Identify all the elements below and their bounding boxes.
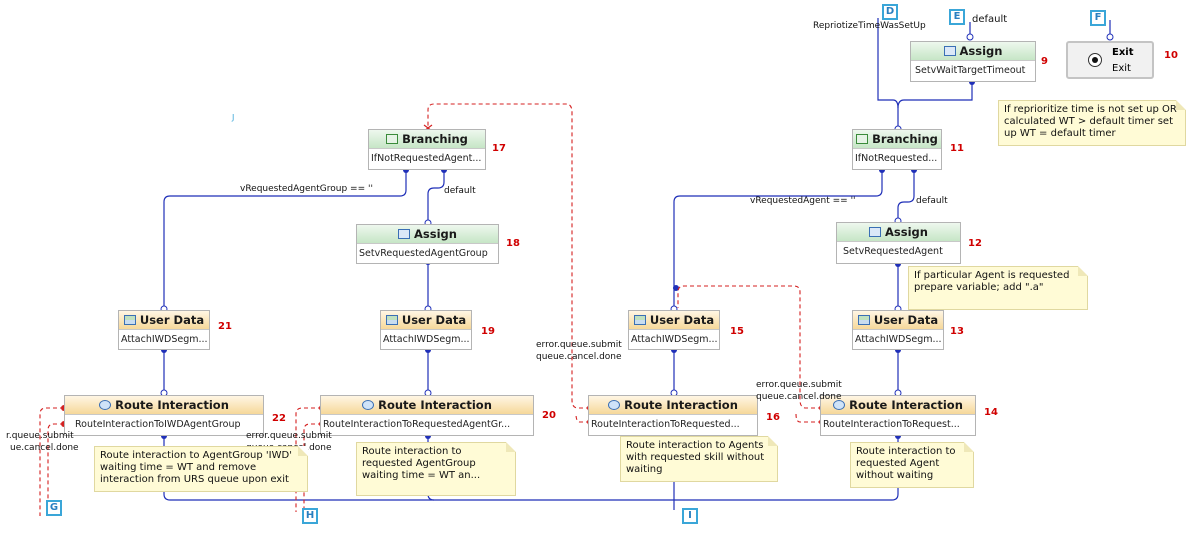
block-type: Exit <box>1112 47 1134 58</box>
branching-icon <box>856 134 869 144</box>
block-value: IfNotRequestedAgent... <box>371 153 482 164</box>
label-default-17: default <box>444 186 476 196</box>
branching-icon <box>386 134 399 144</box>
label-error-15b: queue.cancel.done <box>536 352 622 362</box>
user-data-block-19[interactable]: User Data AttachIWDSegm... <box>380 310 472 350</box>
assign-block-12[interactable]: Assign SetvRequestedAgent <box>836 222 961 264</box>
block-type: User Data <box>873 313 939 327</box>
connector-f[interactable]: F <box>1090 10 1106 26</box>
block-number: 9 <box>1041 56 1048 67</box>
block-number: 15 <box>730 326 744 337</box>
block-type: Branching <box>872 132 938 146</box>
assign-block-9[interactable]: Assign SetvWaitTargetTimeout <box>910 41 1036 82</box>
label-v-requested-agent-group: vRequestedAgentGroup == '' <box>240 184 373 194</box>
branching-block-17[interactable]: Branching IfNotRequestedAgent... <box>368 129 486 170</box>
route-interaction-block-22[interactable]: Route Interaction RouteInteractionToIWDA… <box>64 395 264 436</box>
block-type: Assign <box>885 225 928 239</box>
block-value: RouteInteractionToIWDAgentGroup <box>75 419 241 430</box>
block-value: RouteInteractionToRequestedAgentGr... <box>323 419 511 430</box>
route-interaction-icon <box>362 400 375 410</box>
block-number: 13 <box>950 326 964 337</box>
note-wait-timer: If reprioritize time is not set up OR ca… <box>998 100 1186 146</box>
block-value: SetvRequestedAgentGroup <box>359 248 488 259</box>
block-number: 10 <box>1164 50 1178 61</box>
label-default-11: default <box>916 196 948 206</box>
user-data-block-15[interactable]: User Data AttachIWDSegm... <box>628 310 720 350</box>
block-type: Route Interaction <box>115 398 229 412</box>
assign-icon <box>943 46 956 56</box>
label-repriotize: RepriotizeTimeWasSetUp <box>813 21 926 31</box>
route-interaction-icon <box>99 400 112 410</box>
label-error-14a: error.queue.submit <box>756 380 842 390</box>
block-type: User Data <box>649 313 715 327</box>
user-data-icon <box>123 315 136 325</box>
block-number: 11 <box>950 143 964 154</box>
user-data-block-21[interactable]: User Data AttachIWDSegm... <box>118 310 210 350</box>
block-number: 20 <box>542 410 556 421</box>
route-interaction-block-16[interactable]: Route Interaction RouteInteractionToRequ… <box>588 395 758 436</box>
connector-d[interactable]: D <box>882 4 898 20</box>
exit-block-10[interactable]: Exit Exit <box>1066 41 1154 79</box>
note-route-22: Route interaction to AgentGroup 'IWD' wa… <box>94 446 308 492</box>
block-type: Route Interaction <box>624 398 738 412</box>
label-error-22b: ue.cancel.done <box>10 443 79 453</box>
label-error-14b: queue.cancel.done <box>756 392 842 402</box>
block-type: Assign <box>414 227 457 241</box>
note-route-16: Route interaction to Agents with request… <box>620 436 778 482</box>
branching-block-11[interactable]: Branching IfNotRequested... <box>852 129 942 170</box>
exit-icon <box>1088 53 1102 67</box>
block-number: 22 <box>272 413 286 424</box>
assign-icon <box>398 229 411 239</box>
stray-mark: J <box>232 113 235 122</box>
route-interaction-icon <box>833 400 846 410</box>
assign-block-18[interactable]: Assign SetvRequestedAgentGroup <box>356 224 499 264</box>
user-data-icon <box>857 315 870 325</box>
block-value: RouteInteractionToRequested... <box>591 419 740 430</box>
block-value: SetvRequestedAgent <box>843 246 943 257</box>
block-value: AttachIWDSegm... <box>121 334 208 345</box>
route-interaction-block-14[interactable]: Route Interaction RouteInteractionToRequ… <box>820 395 976 436</box>
label-error-20a: error.queue.submit <box>246 431 332 441</box>
note-agent-requested: If particular Agent is requested prepare… <box>908 266 1088 310</box>
user-data-block-13[interactable]: User Data AttachIWDSegm... <box>852 310 944 350</box>
block-number: 17 <box>492 143 506 154</box>
block-value: RouteInteractionToRequest... <box>823 419 960 430</box>
block-type: Assign <box>959 44 1003 58</box>
block-value: AttachIWDSegm... <box>855 334 942 345</box>
connector-h[interactable]: H <box>302 508 318 524</box>
block-value: AttachIWDSegm... <box>631 334 718 345</box>
block-type: User Data <box>139 313 205 327</box>
block-type: User Data <box>401 313 467 327</box>
block-number: 16 <box>766 412 780 423</box>
route-interaction-icon <box>608 400 621 410</box>
block-value: SetvWaitTargetTimeout <box>915 65 1026 76</box>
assign-icon <box>869 227 882 237</box>
block-value: AttachIWDSegm... <box>383 334 470 345</box>
user-data-icon <box>633 315 646 325</box>
block-value: Exit <box>1112 63 1131 74</box>
label-default-e: default <box>972 14 1008 25</box>
block-number: 14 <box>984 407 998 418</box>
label-error-15a: error.queue.submit <box>536 340 622 350</box>
connector-i[interactable]: I <box>682 508 698 524</box>
block-number: 19 <box>481 326 495 337</box>
block-type: Branching <box>402 132 468 146</box>
note-route-20: Route interaction to requested AgentGrou… <box>356 442 516 496</box>
connector-e[interactable]: E <box>949 9 965 25</box>
connector-g[interactable]: G <box>46 500 62 516</box>
block-number: 21 <box>218 321 232 332</box>
route-interaction-block-20[interactable]: Route Interaction RouteInteractionToRequ… <box>320 395 534 436</box>
user-data-icon <box>385 315 398 325</box>
label-v-requested-agent: vRequestedAgent == '' <box>750 196 856 206</box>
block-value: IfNotRequested... <box>855 153 938 164</box>
label-error-22a: r.queue.submit <box>6 431 74 441</box>
block-type: Route Interaction <box>849 398 963 412</box>
block-number: 18 <box>506 238 520 249</box>
note-route-14: Route interaction to requested Agent wit… <box>850 442 974 488</box>
block-type: Route Interaction <box>378 398 492 412</box>
block-number: 12 <box>968 238 982 249</box>
